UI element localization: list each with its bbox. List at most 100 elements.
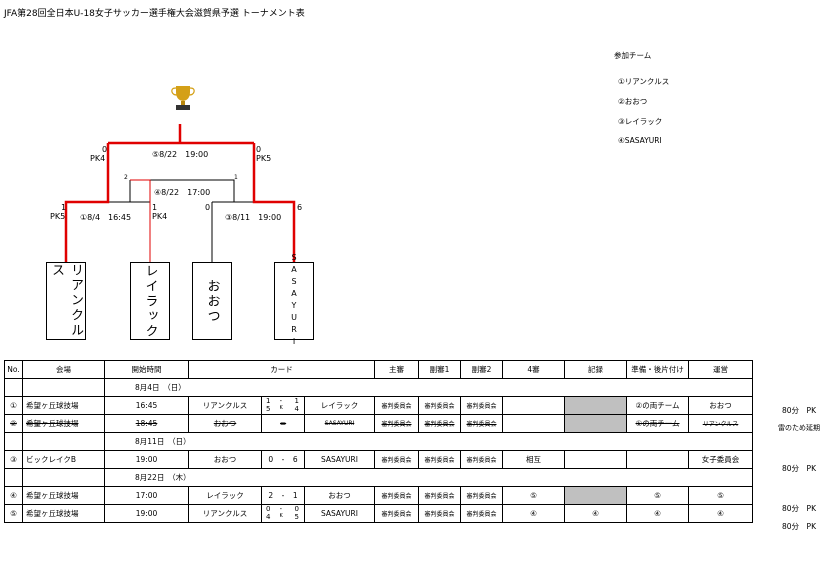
cell-score-sep: -PK [279,396,287,415]
cell-time: 18:45 [104,414,189,433]
row-note: 80分 PK [782,464,816,473]
third-right-score: 1 [234,174,238,181]
table-row: ⑤ 希望ヶ丘球技場 19:00 リアンクルス 04 -PK 05 SASAYUR… [4,504,753,523]
cell-time: 16:45 [104,396,189,415]
final-right-score: 0 [256,145,262,154]
cell-ar2: 審判委員会 [460,414,503,433]
header-cell: 会場 [22,360,105,379]
cell-no: ③ [4,450,23,469]
cell-home: レイラック [188,486,262,505]
pk-score: 5 [294,513,299,521]
cell-home: リアンクルス [188,504,262,523]
bracket-lines [64,86,296,262]
participant-item: ③レイラック [618,117,663,126]
header-cell: 運営 [688,360,753,379]
cell-venue: 希望ヶ丘球技場 [22,414,105,433]
final-right-pk: PK5 [256,154,272,163]
pk-label: PK [279,513,283,519]
cell-score-home: 2 [261,486,280,505]
pk-score: 5 [266,405,271,413]
cell-ops: 女子委員会 [688,450,753,469]
cell-fourth [502,396,565,415]
cell-time: 19:00 [104,504,189,523]
cell-ref: 審判委員会 [374,450,419,469]
header-cell: 主審 [374,360,419,379]
header-cell: 準備・後片付け [626,360,689,379]
cell-score-sep: -PK [279,504,287,523]
participant-item: ①リアンクルス [618,77,670,86]
date-row: 8月22日 （木） [4,468,753,487]
header-cell: 副審2 [460,360,503,379]
cell-prep: ④ [626,504,689,523]
final-left-pk: PK4 [90,154,106,163]
cell-ar2: 審判委員会 [460,450,503,469]
cell-score-away: 6 [286,450,305,469]
third-left-score: 2 [124,174,128,181]
cell-ops: おおつ [688,396,753,415]
semi1-match-label: ①8/4 16:45 [80,213,132,222]
semi2-right-score: 6 [297,203,303,212]
cell-venue: ビックレイクB [22,450,105,469]
page-title: JFA第28回全日本U-18女子サッカー選手権大会滋賀県予選 トーナメント表 [4,9,305,19]
header-cell: 副審1 [418,360,461,379]
cell-home: おおつ [188,414,262,433]
row-note: 80分 PK [782,406,816,415]
participant-item: ②おおつ [618,97,648,106]
schedule-table: No. 会場 開始時間 カード 主審 副審1 副審2 4審 記録 準備・後片付け… [4,360,753,523]
cell-away: おおつ [304,486,375,505]
row-note: 80分 PK [782,522,816,531]
cell-fourth: ④ [502,504,565,523]
team-box-2: レイラック [130,262,170,340]
team-box-4: SASAYURI [274,253,314,349]
cell-score-sep: - [279,486,287,505]
table-row: ① 希望ヶ丘球技場 16:45 リアンクルス 15 -PK 14 レイラック 審… [4,396,753,415]
header-cell: カード [188,360,375,379]
pk-score: 4 [266,513,271,521]
third-match-label: ④8/22 17:00 [154,188,211,197]
cell-ar1: 審判委員会 [418,414,461,433]
cell-fourth: ⑤ [502,486,565,505]
table-row: ④ 希望ヶ丘球技場 17:00 レイラック 2 - 1 おおつ 審判委員会 審判… [4,486,753,505]
team-name: リアンクルス [49,263,83,338]
cell-ar1: 審判委員会 [418,396,461,415]
cell-venue: 希望ヶ丘球技場 [22,504,105,523]
cell-ops: ⑤ [688,486,753,505]
cell-record: ④ [564,504,627,523]
cell-no: ① [4,396,23,415]
header-cell: 記録 [564,360,627,379]
cell-ref: 審判委員会 [374,414,419,433]
cell-record [564,486,627,505]
cell-no: ④ [4,486,23,505]
cell-ref: 審判委員会 [374,486,419,505]
cell-fourth: 相互 [502,450,565,469]
cell-ar2: 審判委員会 [460,504,503,523]
final-left-score: 0 [102,145,108,154]
team-box-1: リアンクルス [46,262,86,340]
cell-ref: 審判委員会 [374,504,419,523]
cell-record [564,396,627,415]
cell-time: 19:00 [104,450,189,469]
participant-item: ④SASAYURI [618,136,662,145]
cell-ref: 審判委員会 [374,396,419,415]
semi1-left-pk: PK5 [50,212,66,221]
cell-home: おおつ [188,450,262,469]
cell-prep: ②の両チーム [626,396,689,415]
table-row-cancelled: ② 希望ヶ丘球技場 18:45 おおつ = SASAYURI 審判委員会 審判委… [4,414,753,433]
cell-venue: 希望ヶ丘球技場 [22,396,105,415]
pk-label: PK [279,405,283,411]
cell-venue: 希望ヶ丘球技場 [22,486,105,505]
row-note: 雷のため延期 [778,424,820,432]
score: 1 [294,397,299,406]
cell-ar2: 審判委員会 [460,396,503,415]
semi1-right-pk: PK4 [152,212,168,221]
dash: - [279,397,283,406]
final-match-label: ⑤8/22 19:00 [152,150,209,159]
cell-home: リアンクルス [188,396,262,415]
cell-away: SASAYURI [304,450,375,469]
dash: - [279,505,283,514]
team-name: おおつ [204,278,220,324]
cell-record [564,450,627,469]
cell-prep: ⑤ [626,486,689,505]
